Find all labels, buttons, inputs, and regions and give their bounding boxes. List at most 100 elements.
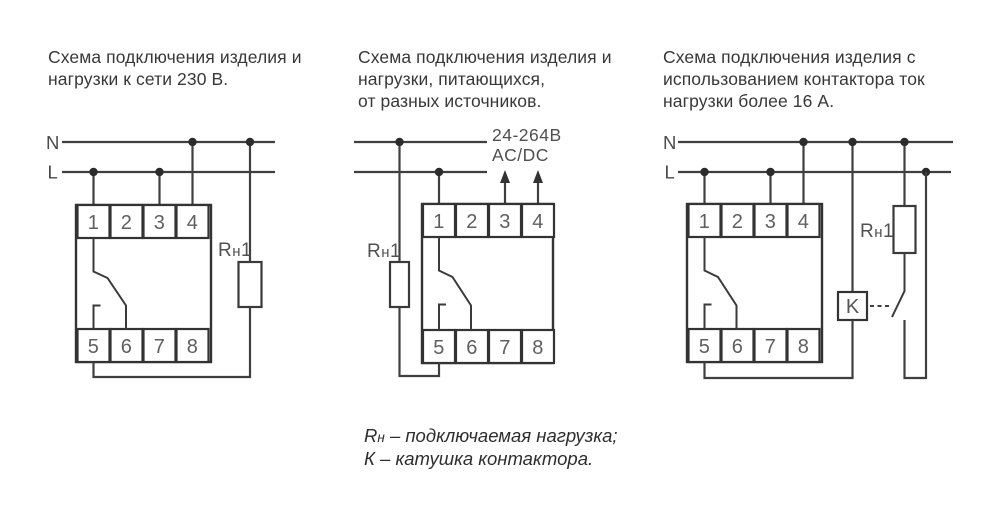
terminal-number: 7 xyxy=(154,336,166,358)
terminal-number: 7 xyxy=(765,336,777,358)
junction-dot xyxy=(155,167,164,177)
contactor-coil-label: K xyxy=(846,296,860,318)
terminal-box xyxy=(454,202,490,239)
fixed-contact-mark xyxy=(92,304,101,329)
relay-switch-blade xyxy=(92,238,127,329)
relay-switch-blade xyxy=(438,237,472,330)
contact-return-wire xyxy=(903,172,928,380)
line-bus-label: L xyxy=(48,162,58,183)
fixed-contact-mark xyxy=(438,303,446,330)
title-line: от разных источников. xyxy=(358,91,542,111)
legend-symbol-r-subscript: н xyxy=(377,430,385,445)
terminal-number: 5 xyxy=(433,337,445,359)
terminal-box xyxy=(520,328,556,365)
load-label-subscript: н xyxy=(381,244,390,261)
terminal-number: 1 xyxy=(88,212,100,234)
relay-switch-blade xyxy=(703,237,738,329)
terminal-number: 5 xyxy=(699,336,711,358)
terminal-number: 4 xyxy=(798,211,810,233)
junction-dot xyxy=(245,137,255,147)
legend-line-1: Rн – подключаемая нагрузка; xyxy=(364,425,618,448)
terminal-number: 2 xyxy=(466,211,478,233)
load-label-index: 1 xyxy=(390,241,401,262)
fixed-contact-mark xyxy=(703,303,712,329)
load-resistor-label: Rн1 xyxy=(367,241,401,262)
load-resistor xyxy=(892,204,917,255)
diagram-mains-230v: N L 1 2 3 4 5 6 7 xyxy=(46,132,275,379)
junction-dot xyxy=(188,137,197,147)
junction-dot xyxy=(848,137,857,147)
diagram-separate-sources: 24-264В AC/DC 1 2 3 4 5 6 7 8 Rн xyxy=(354,125,562,378)
terminal-number: 8 xyxy=(798,336,810,358)
terminal-box xyxy=(487,202,523,239)
load-label-symbol: R xyxy=(860,221,874,242)
diagram-contactor-16a: N L 1 2 3 4 xyxy=(663,132,953,380)
terminal-box xyxy=(520,202,556,239)
neutral-bus-label: N xyxy=(46,132,59,153)
terminal-number: 4 xyxy=(187,212,199,234)
supply-voltage-label: 24-264В xyxy=(492,125,562,145)
title-line: использованием контактора ток xyxy=(663,69,925,89)
terminal-number: 7 xyxy=(499,337,511,359)
terminal-box xyxy=(175,203,210,240)
terminal-number: 1 xyxy=(699,211,711,233)
terminal-box xyxy=(109,203,144,240)
load-return-wire xyxy=(92,307,252,379)
terminal-number: 5 xyxy=(88,336,100,358)
terminal-box xyxy=(487,328,523,365)
terminal-box xyxy=(687,202,722,239)
diagram-1-title: Схема подключения изделия и нагрузки к с… xyxy=(48,46,302,90)
load-label-symbol: R xyxy=(367,241,381,262)
load-label-subscript: н xyxy=(232,243,241,260)
terminal-number: 3 xyxy=(499,211,511,233)
junction-dot xyxy=(395,137,404,147)
terminal-number: 6 xyxy=(732,336,744,358)
terminal-number: 2 xyxy=(732,211,744,233)
load-resistor xyxy=(237,260,263,309)
neutral-bus-label: N xyxy=(663,132,676,153)
junction-dot xyxy=(89,167,98,177)
terminal-box xyxy=(786,202,821,239)
up-arrow-head xyxy=(533,170,543,183)
terminal-number: 8 xyxy=(532,337,544,359)
load-resistor-label: Rн1 xyxy=(218,240,252,261)
up-arrow-head xyxy=(500,170,510,183)
diagram-2-title: Схема подключения изделия и нагрузки, пи… xyxy=(358,46,612,112)
terminal-number: 1 xyxy=(433,211,445,233)
diagram-3-title: Схема подключения изделия с использовани… xyxy=(663,46,925,112)
legend-line-2: К – катушка контактора. xyxy=(364,448,594,469)
terminal-box xyxy=(175,327,210,364)
terminal-number: 3 xyxy=(154,212,166,234)
title-line: нагрузки к сети 230 В. xyxy=(48,69,229,89)
terminal-number: 3 xyxy=(765,211,777,233)
load-label-subscript: н xyxy=(874,224,883,241)
supply-type-label: AC/DC xyxy=(492,145,549,165)
legend-symbol-r: R xyxy=(364,425,378,446)
terminal-number: 4 xyxy=(532,211,544,233)
legend-line-1-text: – подключаемая нагрузка; xyxy=(384,425,618,446)
junction-dot xyxy=(700,167,709,177)
title-line: Схема подключения изделия с xyxy=(663,47,916,67)
title-line: Схема подключения изделия и xyxy=(358,47,612,67)
load-resistor xyxy=(388,260,411,309)
load-return-wire xyxy=(398,307,441,378)
terminal-box xyxy=(786,327,821,364)
load-label-index: 1 xyxy=(241,240,252,261)
title-line: нагрузки более 16 А. xyxy=(663,91,835,111)
junction-dot xyxy=(900,137,909,147)
title-line: нагрузки, питающихся, xyxy=(358,69,546,89)
terminal-number: 6 xyxy=(121,336,133,358)
load-label-symbol: R xyxy=(218,240,232,261)
load-resistor-label: Rн1 xyxy=(860,221,894,242)
load-label-index: 1 xyxy=(883,221,894,242)
coil-return-wire xyxy=(703,320,854,380)
legend: Rн – подключаемая нагрузка; К – катушка … xyxy=(364,425,618,469)
contactor-main-contact-blade xyxy=(891,253,906,318)
title-line: Схема подключения изделия и xyxy=(48,47,302,67)
terminal-number: 2 xyxy=(121,212,133,234)
terminal-number: 8 xyxy=(187,336,199,358)
junction-dot xyxy=(799,137,808,147)
line-bus-label: L xyxy=(665,162,675,183)
